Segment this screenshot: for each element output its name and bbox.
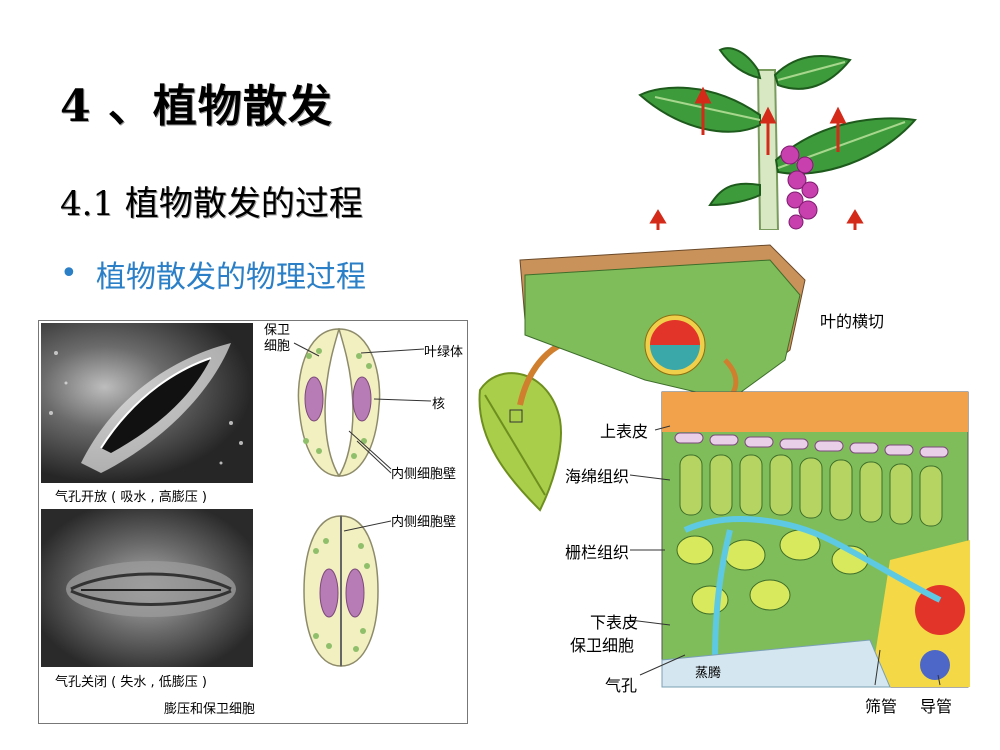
guard-cells-closed-diagram — [303, 515, 379, 667]
slide-title: 4 、植物散发 — [60, 81, 333, 132]
caption-bottom: 膨压和保卫细胞 — [164, 702, 256, 717]
label-upper-epidermis: 上表皮 — [600, 422, 649, 441]
guard-cells-open-diagram — [297, 328, 381, 477]
label-transpiration: 蒸腾 — [695, 666, 722, 681]
stomata-figure: 气孔开放 ( 吸水 , 高膨压 ) 气孔关闭 ( 失水 , 低膨压 ) 膨压和保… — [38, 320, 468, 724]
label-lower-epidermis: 下表皮 — [590, 613, 639, 632]
flower-cluster — [780, 145, 819, 230]
micrograph-open — [41, 323, 253, 483]
bullet-marker: • — [60, 256, 78, 291]
slide-subtitle: 4.1 植物散发的过程 — [60, 184, 363, 224]
bullet-text: 植物散发的物理过程 — [96, 260, 366, 295]
label-spongy: 海绵组织 — [565, 467, 630, 486]
micrograph-closed — [41, 509, 253, 667]
leaf-whole-icon — [478, 372, 562, 512]
leaf-section-illustration — [478, 244, 970, 688]
stomata-leader-lines — [293, 342, 432, 532]
label-cross-section: 叶的横切 — [820, 312, 885, 331]
label-stoma: 气孔 — [605, 676, 638, 695]
label-palisade: 栅栏组织 — [565, 543, 630, 562]
plant-illustration — [610, 40, 920, 230]
label-guard-cell: 保卫细胞 — [264, 323, 291, 354]
leaf-left-lower — [708, 182, 761, 207]
label-vessel: 导管 — [920, 697, 953, 716]
label-inner-wall-1: 内侧细胞壁 — [391, 467, 457, 482]
label-chloroplast: 叶绿体 — [424, 345, 464, 360]
label-guard-cell-2: 保卫细胞 — [570, 636, 635, 655]
label-nucleus: 核 — [432, 397, 446, 412]
leaf-left-top — [718, 47, 762, 80]
leaf-right-upper — [773, 54, 852, 90]
leaf-left-upper — [638, 86, 761, 133]
label-inner-wall-2: 内侧细胞壁 — [391, 515, 457, 530]
caption-open: 气孔开放 ( 吸水 , 高膨压 ) — [55, 490, 207, 505]
caption-closed: 气孔关闭 ( 失水 , 低膨压 ) — [55, 675, 207, 690]
label-sieve-tube: 筛管 — [865, 697, 898, 716]
